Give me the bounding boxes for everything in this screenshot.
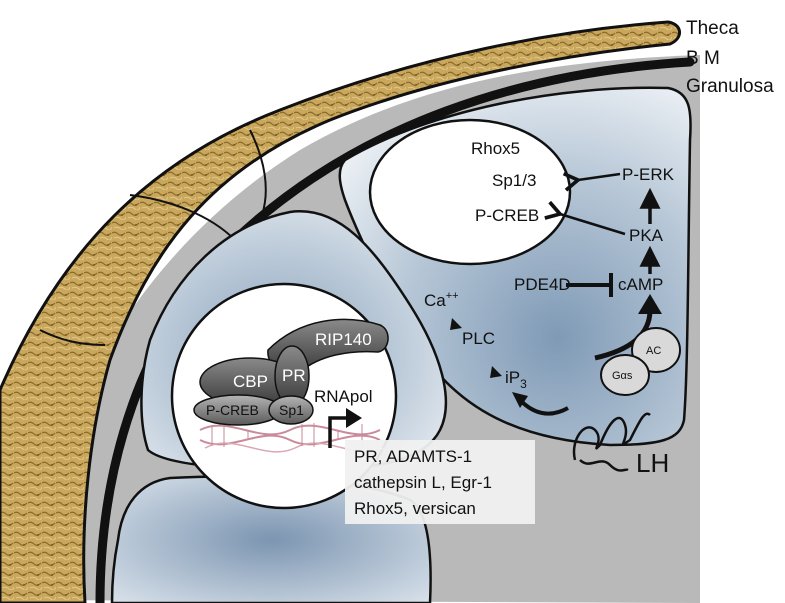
ip3-symbol: iP	[505, 368, 520, 387]
cbp-label: CBP	[233, 372, 268, 391]
pde4d-label: PDE4D	[514, 275, 571, 294]
p-creb-label: P-CREB	[475, 206, 539, 225]
rnapol-label: RNApol	[314, 387, 373, 406]
p-erk-label: P-ERK	[622, 165, 675, 184]
lh-label: LH	[636, 448, 669, 478]
ip3-subscript: 3	[520, 377, 527, 391]
calcium-charge: ++	[446, 290, 459, 302]
target-gene-line: Rhox5, versican	[354, 499, 476, 518]
rhox5-nucleus	[370, 120, 570, 264]
camp-label: cAMP	[618, 275, 663, 294]
pka-label: PKA	[629, 226, 664, 245]
sp13-label: Sp1/3	[492, 171, 536, 190]
rhox5-label: Rhox5	[471, 139, 520, 158]
target-gene-line: cathepsin L, Egr-1	[354, 473, 492, 492]
basement-membrane-label: B M	[686, 48, 720, 69]
plc-label: PLC	[462, 329, 495, 348]
rip140-label: RIP140	[315, 330, 372, 349]
sp1-label: Sp1	[279, 402, 304, 418]
pr-label: PR	[282, 366, 306, 385]
gas-label: Gαs	[612, 370, 633, 382]
granulosa-label: Granulosa	[686, 76, 774, 97]
target-gene-line: PR, ADAMTS-1	[354, 447, 472, 466]
calcium-symbol: Ca	[424, 291, 446, 310]
ac-label: AC	[646, 345, 661, 357]
nucleus-p-creb-label: P-CREB	[206, 402, 259, 418]
theca-label: Theca	[686, 18, 739, 39]
